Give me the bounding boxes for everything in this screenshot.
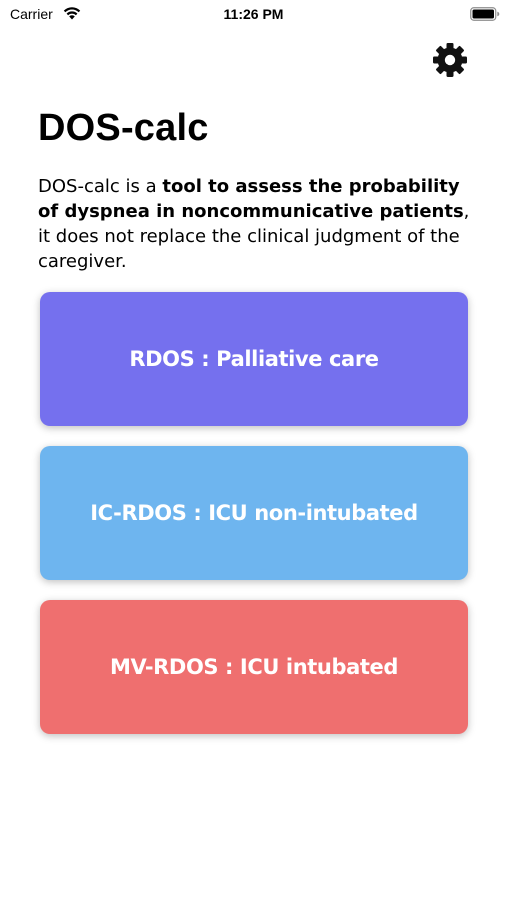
intro-suffix: , it does not replace the clinical judgm… [38, 201, 470, 272]
ic-rdos-button-label: IC-RDOS : ICU non-intubated [90, 501, 418, 525]
mv-rdos-icu-intubated-button[interactable]: MV-RDOS : ICU intubated [40, 600, 468, 734]
clock: 11:26 PM [223, 6, 284, 22]
intro-text: DOS-calc is a tool to assess the probabi… [38, 174, 476, 274]
ic-rdos-icu-non-intubated-button[interactable]: IC-RDOS : ICU non-intubated [40, 446, 468, 580]
battery-icon [470, 7, 500, 21]
carrier-label: Carrier [10, 6, 53, 22]
rdos-button-label: RDOS : Palliative care [129, 347, 379, 371]
page-title: DOS-calc [38, 107, 209, 149]
status-bar: Carrier 11:26 PM [0, 0, 507, 30]
intro-prefix: DOS-calc is a [38, 176, 163, 197]
gear-icon[interactable] [430, 40, 470, 80]
wifi-icon [62, 5, 82, 21]
intro-highlight: tool to assess the probability of dyspne… [38, 176, 464, 222]
mv-rdos-button-label: MV-RDOS : ICU intubated [110, 655, 398, 679]
rdos-palliative-care-button[interactable]: RDOS : Palliative care [40, 292, 468, 426]
